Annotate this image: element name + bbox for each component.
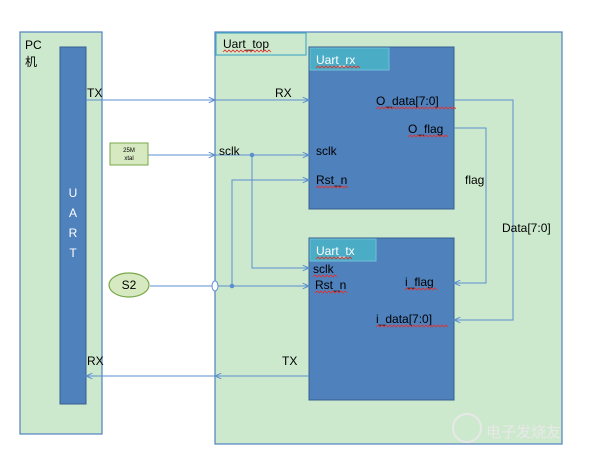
uart-vertical-letter: A [69,206,77,220]
uart-top-title: Uart_top [223,37,269,51]
label-rx-in: RX [275,86,292,100]
tx-sclk-label: sclk [313,262,335,276]
xtal-box: 25M xtal [109,142,149,166]
uart-tx-block: Uart_tx sclk Rst_n i_flag i_data[7:0] [308,237,455,401]
xtal-name: xtal [124,156,133,162]
label-tx-out: TX [87,86,102,100]
label-tx-back: TX [282,354,297,368]
wires [86,99,514,376]
wire-rst-rx [231,180,309,286]
junction-rst [229,283,235,289]
watermark-logo-icon [452,413,482,443]
rx-o-flag-label: O_flag [408,122,443,136]
watermark-text: 电子发烧友 [486,423,561,441]
tx-i-flag-label: i_flag [405,275,434,289]
pc-title: PC [25,38,42,52]
uart-vertical-letter: T [69,246,77,260]
rx-rst-label: Rst_n [316,173,347,187]
tx-i-data-label: i_data[7:0] [376,312,432,326]
port-s2 [211,280,219,292]
wire-data [454,99,514,320]
uart-vertical-letter: U [69,186,78,200]
tx-rst-label: Rst_n [315,278,346,292]
xtal-freq: 25M [123,148,135,154]
uart-rx-block: Uart_rx O_data[7:0] O_flag sclk Rst_n [308,46,455,210]
junction-sclk [249,152,255,158]
label-data: Data[7:0] [502,221,551,235]
wire-sclk-tx [251,155,309,268]
spellcheck-underlines [222,49,457,328]
rx-o-data-label: O_data[7:0] [376,94,439,108]
label-flag: flag [465,173,484,187]
uart-vertical-letter: R [69,226,78,240]
switch-s2: S2 [108,272,150,298]
label-rx-back: RX [87,354,104,368]
label-sclk: sclk [219,144,241,158]
wire-flag [454,127,487,283]
pc-subtitle: 机 [25,55,37,69]
uart-tx-title: Uart_tx [316,244,355,258]
uart-rx-title: Uart_rx [316,53,355,67]
watermark: 电子发烧友 [452,413,561,443]
rx-sclk-label: sclk [316,144,338,158]
switch-s2-label: S2 [122,278,137,292]
